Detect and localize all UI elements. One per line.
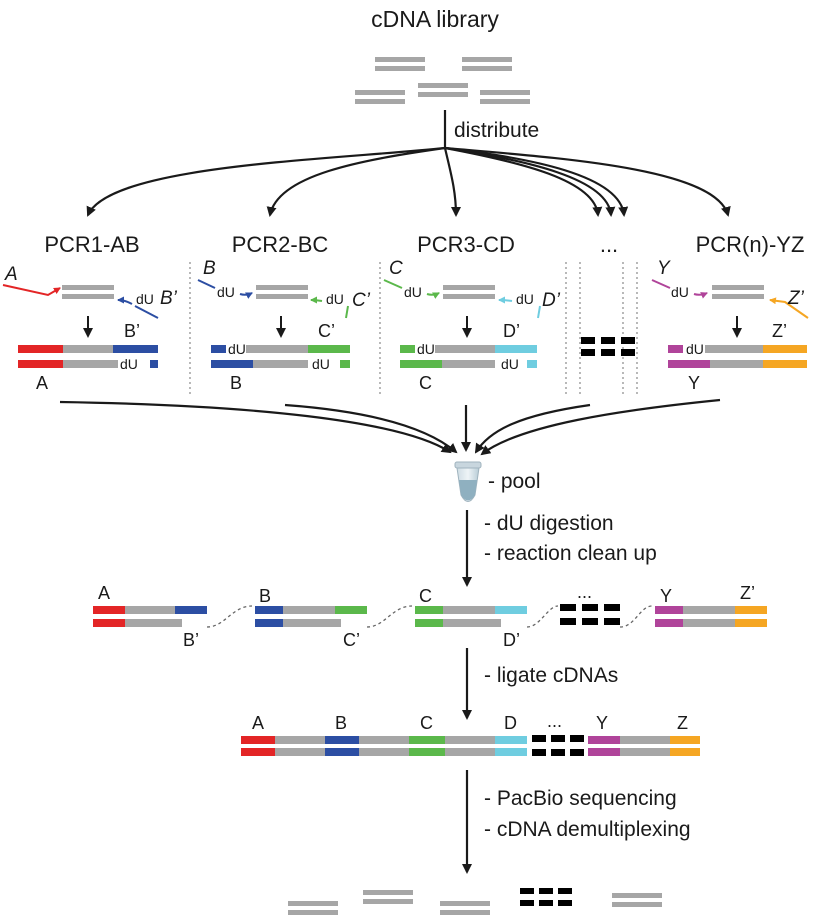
distribute-arrows [86, 146, 731, 217]
step-demux: - cDNA demultiplexing [484, 818, 691, 841]
ligated-label-a: A [252, 713, 264, 733]
primer-c [383, 279, 439, 295]
du-label: dU [326, 291, 344, 307]
pcr-ellipsis: ... [600, 232, 618, 257]
primer-d-prime [499, 300, 541, 319]
ligated-label-z: Z [677, 713, 688, 733]
reaction-n: Y dU Z’ dU Z’ Y [651, 258, 809, 393]
du-label: dU [501, 356, 519, 372]
primer-y-label: Y [657, 258, 671, 279]
du-label: dU [120, 356, 138, 372]
primer-c-prime [311, 300, 349, 319]
du-label: dU [686, 341, 704, 357]
digest-label-a: A [98, 583, 110, 603]
digest-label-d-prime: D’ [503, 630, 520, 650]
primer-b [197, 279, 252, 295]
pcr-label-n: PCR(n)-YZ [696, 232, 805, 257]
primer-c-label: C [389, 258, 403, 279]
product-label-c: C [419, 373, 432, 393]
pcr-label-3: PCR3-CD [417, 232, 515, 257]
demultiplexed-fragments [288, 888, 662, 915]
step-ligate: - ligate cDNAs [484, 664, 618, 687]
product-label-y: Y [688, 373, 700, 393]
digest-label-b-prime: B’ [183, 630, 199, 650]
digested-fragments [93, 604, 767, 628]
step-sequencing: - PacBio sequencing [484, 787, 677, 810]
du-label: dU [417, 341, 435, 357]
step-cleanup: - reaction clean up [484, 542, 657, 565]
primer-a-label: A [4, 264, 18, 285]
ligated-label-c: C [420, 713, 433, 733]
du-label: dU [404, 284, 422, 300]
primer-z-prime [769, 297, 809, 319]
ligated-label-y: Y [596, 713, 608, 733]
digest-label-b: B [259, 586, 271, 606]
product-label-d-prime: D’ [503, 321, 520, 341]
primer-z-prime-label: Z’ [787, 288, 805, 309]
ligated-label-b: B [335, 713, 347, 733]
primer-b-label: B [203, 258, 216, 279]
primer-d-prime-label: D’ [542, 290, 561, 311]
reaction-3: C dU dU D’ dU dU D’ C [383, 258, 561, 393]
du-label: dU [516, 291, 534, 307]
ellipsis-reactions-bars [581, 337, 635, 356]
digest-label-z-prime: Z’ [740, 583, 755, 603]
reaction-1: A dU B’ dU B’ A [2, 264, 178, 393]
product-label-z-prime: Z’ [772, 321, 787, 341]
pcr-label-1: PCR1-AB [44, 232, 139, 257]
primer-b-prime [118, 300, 159, 319]
ligated-ellipsis: ... [547, 711, 562, 731]
du-label: dU [312, 356, 330, 372]
du-label: dU [228, 341, 246, 357]
primer-b-prime-label: B’ [160, 288, 178, 309]
ligated-label-d: D [504, 713, 517, 733]
primer-a [2, 284, 61, 297]
du-label: dU [217, 284, 235, 300]
du-label: dU [671, 284, 689, 300]
library-title: cDNA library [371, 6, 499, 32]
product-label-a: A [36, 373, 48, 393]
primer-y [651, 279, 707, 295]
pcr-label-2: PCR2-BC [232, 232, 329, 257]
digest-label-y: Y [660, 586, 672, 606]
du-label: dU [136, 291, 154, 307]
product-label-b: B [230, 373, 242, 393]
product-label-b-prime: B’ [124, 321, 140, 341]
ligated-concatemer [241, 735, 700, 756]
digest-label-c: C [419, 586, 432, 606]
cdna-library-fragments [355, 57, 530, 104]
product-label-c-prime: C’ [318, 321, 335, 341]
step-digestion: - dU digestion [484, 512, 614, 535]
reaction-2: B dU dU C’ dU dU C’ B [197, 258, 371, 393]
digest-ellipsis: ... [577, 582, 592, 602]
tube-icon [454, 461, 482, 502]
primer-c-prime-label: C’ [352, 290, 371, 311]
digest-label-c-prime: C’ [343, 630, 360, 650]
pool-arrows [59, 398, 721, 456]
reaction-separators [189, 262, 638, 396]
step-pool: - pool [488, 470, 541, 493]
distribute-label: distribute [454, 119, 539, 142]
